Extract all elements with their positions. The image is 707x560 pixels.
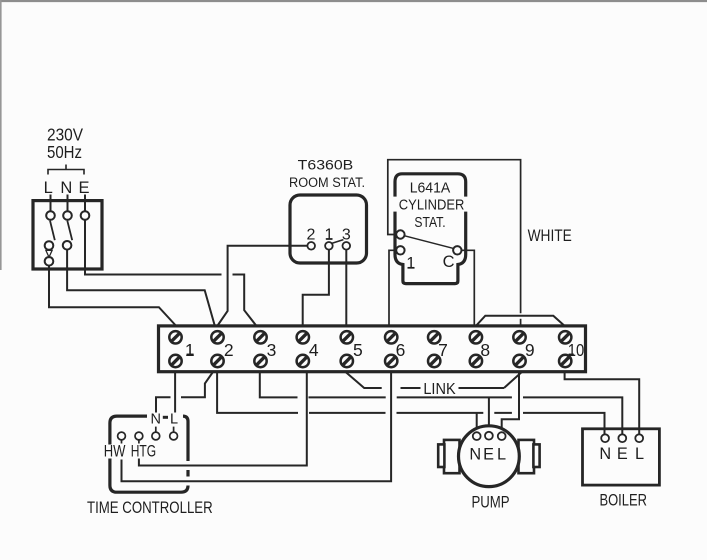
svg-text:LINK: LINK [423, 381, 456, 398]
svg-text:10: 10 [568, 340, 585, 360]
svg-text:5: 5 [353, 340, 363, 360]
svg-text:4: 4 [309, 340, 319, 360]
svg-text:1: 1 [185, 340, 195, 360]
svg-text:230V: 230V [47, 125, 83, 145]
svg-text:50Hz: 50Hz [47, 142, 82, 162]
svg-text:BOILER: BOILER [599, 491, 647, 509]
svg-text:N: N [151, 411, 161, 427]
svg-text:L: L [635, 445, 644, 463]
svg-text:6: 6 [396, 340, 406, 360]
svg-text:L641A: L641A [410, 180, 451, 197]
svg-text:3: 3 [267, 340, 277, 360]
svg-text:T6360B: T6360B [298, 157, 354, 172]
svg-text:7: 7 [438, 340, 448, 360]
svg-text:L: L [44, 179, 53, 197]
svg-text:2: 2 [307, 227, 316, 244]
svg-text:E: E [78, 179, 89, 197]
svg-text:HW: HW [104, 443, 126, 461]
svg-text:3: 3 [342, 227, 351, 244]
svg-text:N: N [60, 179, 72, 197]
svg-text:CYLINDER: CYLINDER [399, 197, 465, 214]
svg-text:N: N [599, 445, 611, 463]
svg-text:STAT.: STAT. [414, 214, 445, 231]
svg-text:8: 8 [480, 340, 490, 360]
svg-text:E: E [617, 445, 628, 463]
svg-text:PUMP: PUMP [471, 493, 509, 511]
svg-text:TIME CONTROLLER: TIME CONTROLLER [87, 499, 213, 517]
svg-text:C: C [443, 253, 455, 271]
svg-text:ROOM STAT.: ROOM STAT. [289, 175, 365, 190]
svg-text:L: L [497, 446, 506, 464]
svg-text:1: 1 [325, 227, 334, 244]
svg-text:N: N [469, 446, 481, 464]
svg-text:1: 1 [406, 255, 415, 273]
svg-text:9: 9 [525, 340, 535, 360]
svg-text:L: L [170, 411, 178, 427]
svg-text:HTG: HTG [131, 443, 156, 461]
svg-text:WHITE: WHITE [528, 227, 572, 245]
svg-text:E: E [483, 446, 494, 464]
svg-text:2: 2 [224, 340, 234, 360]
